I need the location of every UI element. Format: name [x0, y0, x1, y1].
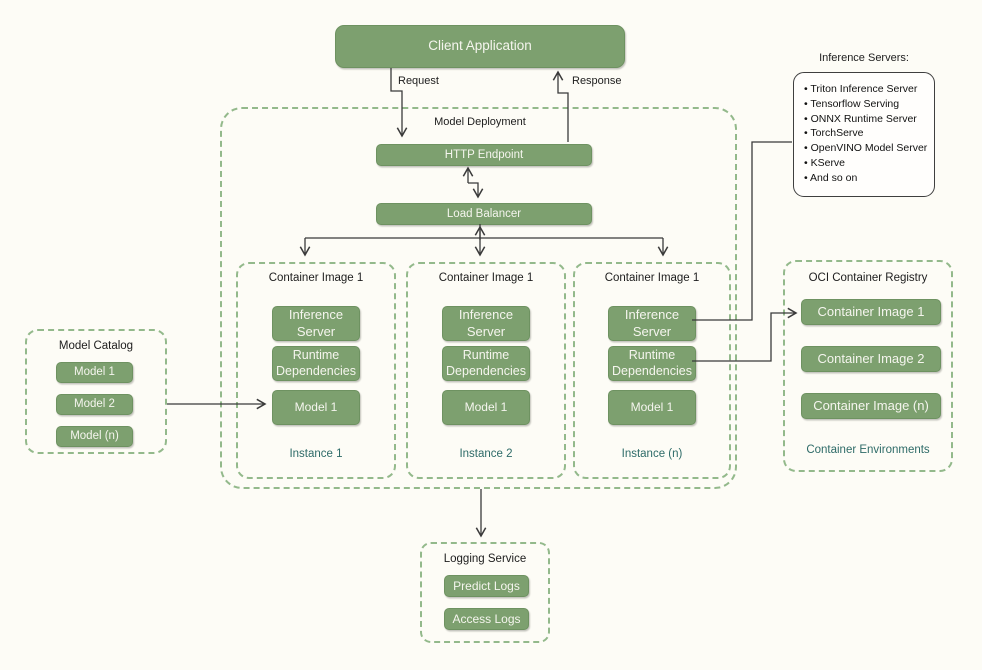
- model-node: Model 1: [272, 390, 360, 425]
- runtime-dependencies-node: Runtime Dependencies: [442, 346, 530, 381]
- logging-service-title: Logging Service: [443, 553, 527, 565]
- legend-item: ONNX Runtime Server: [804, 112, 928, 127]
- load-balancer-node: Load Balancer: [376, 203, 592, 225]
- catalog-model-node: Model (n): [56, 426, 133, 447]
- oci-registry-title: OCI Container Registry: [808, 272, 928, 284]
- registry-image-node: Container Image (n): [801, 393, 941, 419]
- instance-n-container: Container Image 1 Inference Server Runti…: [573, 262, 731, 479]
- legend-item: KServe: [804, 156, 928, 171]
- model-catalog-container: Model Catalog Model 1 Model 2 Model (n): [25, 329, 167, 454]
- legend-item: TorchServe: [804, 126, 928, 141]
- oci-registry-container: OCI Container Registry Container Image 1…: [783, 260, 953, 472]
- legend-item: OpenVINO Model Server: [804, 141, 928, 156]
- runtime-dependencies-node: Runtime Dependencies: [272, 346, 360, 381]
- container-image-title: Container Image 1: [438, 272, 534, 284]
- inference-servers-legend: Triton Inference Server Tensorflow Servi…: [793, 72, 935, 197]
- legend-item: Tensorflow Serving: [804, 97, 928, 112]
- request-label: Request: [398, 75, 439, 87]
- instance-label: Instance (n): [621, 448, 683, 460]
- http-endpoint-node: HTTP Endpoint: [376, 144, 592, 166]
- registry-image-node: Container Image 1: [801, 299, 941, 325]
- runtime-dependencies-node: Runtime Dependencies: [608, 346, 696, 381]
- registry-image-node: Container Image 2: [801, 346, 941, 372]
- response-label: Response: [572, 75, 622, 87]
- instance-2-container: Container Image 1 Inference Server Runti…: [406, 262, 566, 479]
- logging-service-container: Logging Service Predict Logs Access Logs: [420, 542, 550, 643]
- container-image-title: Container Image 1: [268, 272, 364, 284]
- inference-server-node: Inference Server: [272, 306, 360, 341]
- client-application-node: Client Application: [335, 25, 625, 68]
- container-image-title: Container Image 1: [604, 272, 700, 284]
- instance-1-container: Container Image 1 Inference Server Runti…: [236, 262, 396, 479]
- instance-label: Instance 1: [289, 448, 343, 460]
- model-deployment-container: Model Deployment HTTP Endpoint Load Bala…: [220, 107, 737, 489]
- model-node: Model 1: [442, 390, 530, 425]
- access-logs-node: Access Logs: [444, 608, 529, 630]
- instance-label: Instance 2: [459, 448, 513, 460]
- model-catalog-title: Model Catalog: [58, 340, 134, 352]
- inference-server-node: Inference Server: [608, 306, 696, 341]
- catalog-model-node: Model 1: [56, 362, 133, 383]
- inference-servers-title: Inference Servers:: [819, 52, 909, 64]
- catalog-model-node: Model 2: [56, 394, 133, 415]
- model-node: Model 1: [608, 390, 696, 425]
- container-environments-label: Container Environments: [806, 444, 930, 456]
- legend-item: Triton Inference Server: [804, 82, 928, 97]
- legend-item: And so on: [804, 171, 928, 186]
- inference-server-node: Inference Server: [442, 306, 530, 341]
- predict-logs-node: Predict Logs: [444, 575, 529, 597]
- model-deployment-title: Model Deployment: [434, 116, 526, 128]
